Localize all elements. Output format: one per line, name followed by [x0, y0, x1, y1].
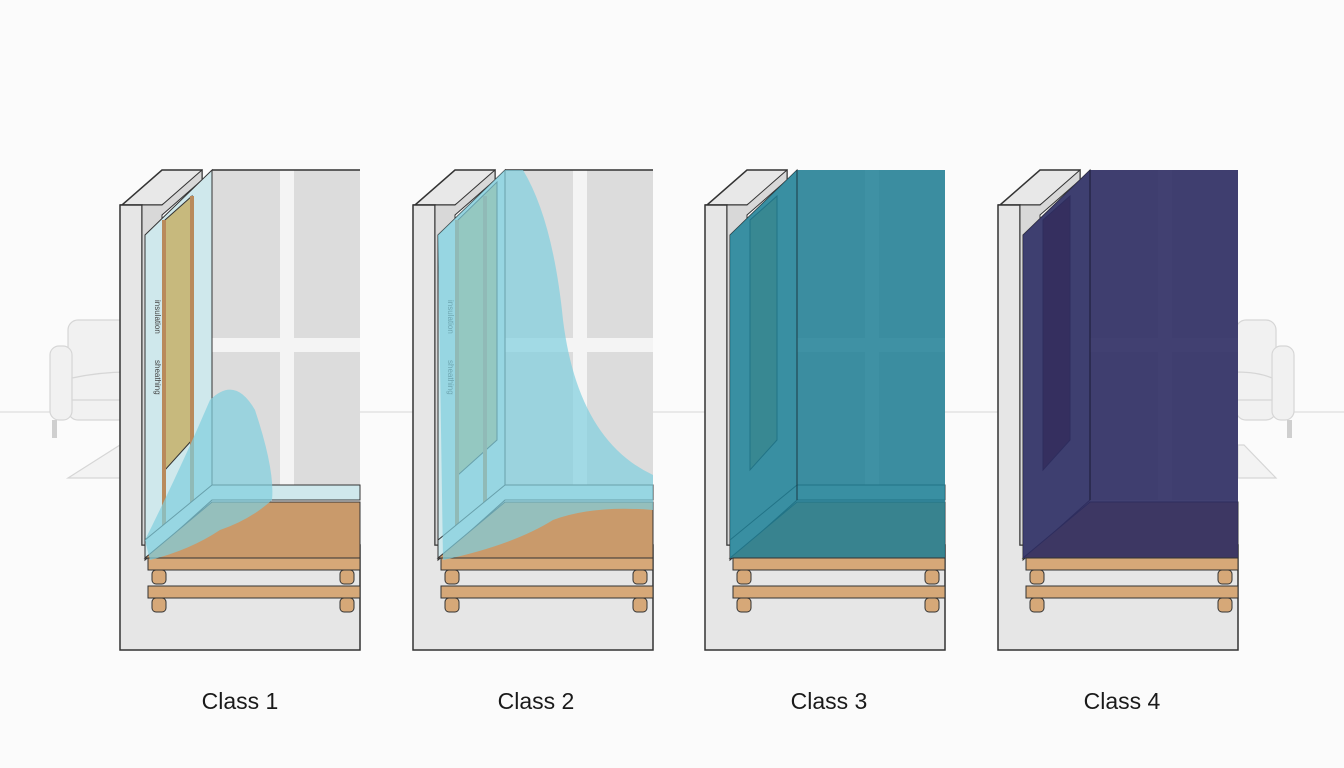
water-class-2	[438, 170, 653, 560]
label-class-2: Class 2	[497, 688, 575, 714]
water-class-1	[145, 389, 273, 560]
label-class-1: Class 1	[201, 688, 279, 714]
water-class-4	[1023, 170, 1238, 558]
label-class-3: Class 3	[790, 688, 868, 714]
panel-class-1: insulation sheathing	[100, 140, 370, 660]
water-class-3	[730, 170, 945, 558]
svg-text:insulation: insulation	[153, 300, 162, 334]
sofa-left-icon	[49, 319, 129, 479]
panel-class-2: insulation sheathing	[393, 140, 663, 660]
panel-class-3	[685, 140, 955, 660]
panel-class-4	[978, 140, 1248, 660]
label-class-4: Class 4	[1083, 688, 1161, 714]
sofa-right-icon	[1235, 319, 1295, 479]
svg-text:sheathing: sheathing	[153, 360, 162, 395]
